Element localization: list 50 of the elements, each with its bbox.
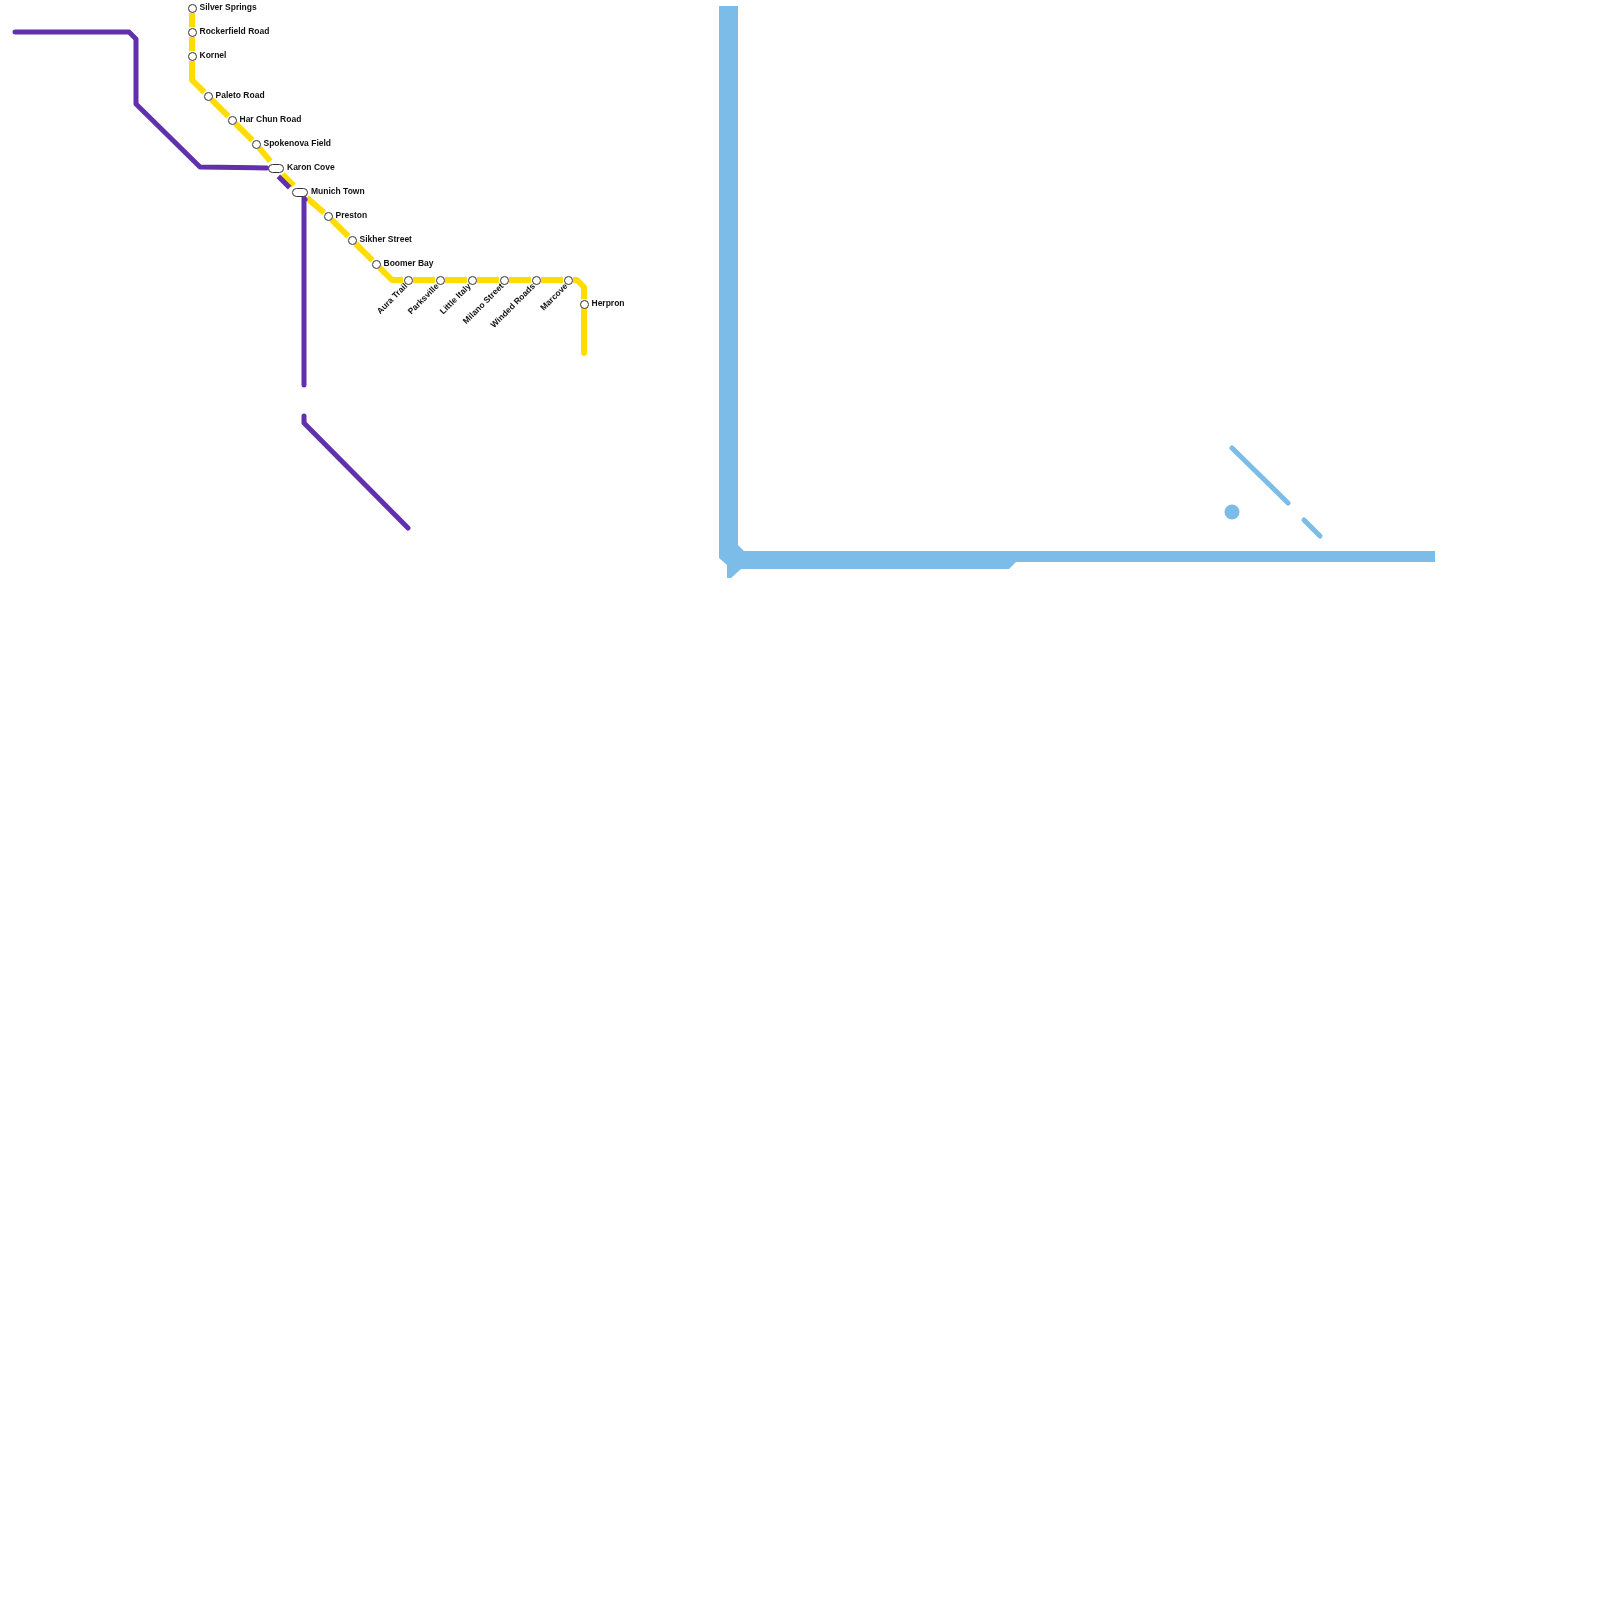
station-name: Munich Town: [311, 186, 365, 196]
station-marker: [251, 139, 261, 149]
station-marker: [563, 275, 573, 285]
rail-line: [353, 241, 375, 263]
station-marker: [203, 91, 213, 101]
rail-line: [209, 97, 231, 119]
rail-line: [413, 277, 435, 283]
station-marker: [187, 3, 197, 13]
interchange-station-marker: [268, 163, 284, 173]
rail-line: [445, 277, 467, 283]
rail-line: [189, 37, 195, 51]
station-name: Herpron: [591, 298, 625, 308]
station-marker: [187, 51, 197, 61]
station-marker: [499, 275, 509, 285]
station-name: Kornel: [199, 50, 227, 60]
rail-line: [329, 217, 351, 239]
station-name: Paleto Road: [215, 90, 265, 100]
station-name: Rockerfield Road: [199, 26, 270, 36]
station-marker: [467, 275, 477, 285]
station-name: Boomer Bay: [383, 258, 434, 268]
rail-line: [509, 277, 531, 283]
rail-line: [276, 174, 292, 190]
rail-line: [301, 195, 308, 388]
station-marker: [531, 275, 541, 285]
rail-line: [573, 277, 587, 299]
rail-line: [256, 145, 273, 163]
station-name: Spokenova Field: [263, 138, 332, 148]
station-marker: [403, 275, 413, 285]
station-name: Preston: [335, 210, 368, 220]
station-marker: [435, 275, 445, 285]
rail-line: [581, 306, 587, 356]
station-marker: [579, 299, 589, 309]
station-name: Sikher Street: [359, 234, 412, 244]
rail-line: [541, 277, 563, 283]
rail-line: [189, 13, 195, 27]
rail-line: [304, 195, 327, 216]
station-name: Silver Springs: [199, 2, 257, 12]
interchange-station-marker: [292, 187, 308, 197]
rail-line: [12, 29, 270, 171]
station-marker: [323, 211, 333, 221]
rail-line: [477, 277, 499, 283]
station-marker: [187, 27, 197, 37]
rail-line: [189, 61, 207, 95]
rail-line: [233, 121, 255, 143]
rail-line: [377, 265, 403, 283]
station-name: Har Chun Road: [239, 114, 302, 124]
station-marker: [347, 235, 357, 245]
station-marker: [227, 115, 237, 125]
station-name: Karon Cove: [287, 162, 335, 172]
station-marker: [371, 259, 381, 269]
